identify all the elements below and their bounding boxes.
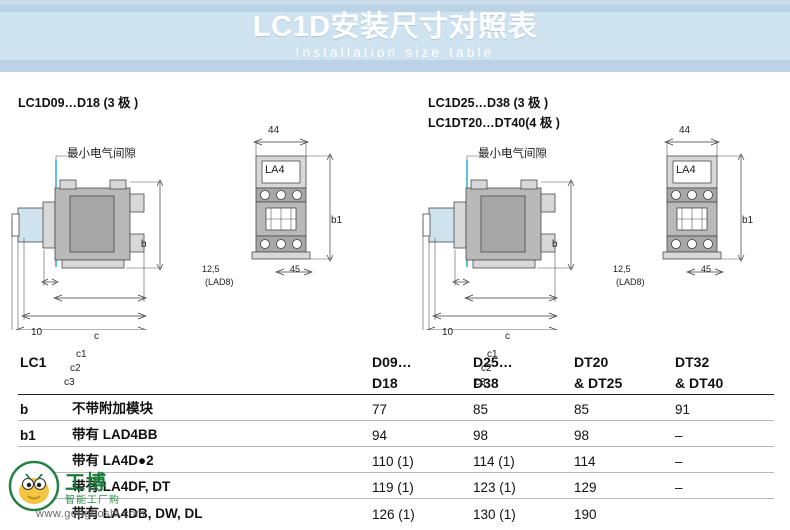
row-value-dt32: – xyxy=(673,420,774,447)
banner-background xyxy=(0,0,790,72)
row-key: b xyxy=(18,394,70,421)
table-row: 带有 LA4DF, DT 119 (1) 123 (1) 129 – xyxy=(18,472,774,499)
header-col-d09: D09… xyxy=(372,354,412,370)
row-description: 带有 LA4D●2 xyxy=(70,446,370,473)
left-contactor-side-view xyxy=(11,155,164,330)
header-col-dt25: & DT25 xyxy=(572,373,673,395)
row-description: 带有 LA4DF, DT xyxy=(70,472,370,499)
left-dim-125: 12,5 xyxy=(202,264,220,274)
row-value-dt20: 85 xyxy=(572,394,673,421)
row-key xyxy=(18,472,70,499)
right-dim-44: 44 xyxy=(679,125,691,136)
left-clearance-label: 最小电气间隙 xyxy=(67,148,136,160)
left-la4-label: LA4 xyxy=(265,164,285,176)
row-value-dt20: 190 xyxy=(574,506,597,522)
header-col-d38: D38 xyxy=(471,373,572,395)
row-value-d25: 130 (1) xyxy=(473,506,516,522)
left-dim-b: b xyxy=(141,239,147,250)
row-key xyxy=(18,499,70,525)
header-col-d25: D25… xyxy=(473,354,513,370)
right-la4-front-view xyxy=(662,138,745,276)
spec-table: LC1 D09… D25… DT20 DT32 D18 D38 & DT25 &… xyxy=(18,352,774,525)
row-value-d09: 94 xyxy=(370,420,471,447)
table-row: 带有 LA4D●2 110 (1) 114 (1) 114 – xyxy=(18,446,774,473)
table-header-row-2: D18 D38 & DT25 & DT40 xyxy=(18,373,774,395)
header-col-dt20: DT20 xyxy=(574,354,609,370)
left-lad8-note: (LAD8) xyxy=(205,277,234,287)
row-key: b1 xyxy=(18,420,70,447)
row-value-d25: 85 xyxy=(471,394,572,421)
row-value-d09: 119 (1) xyxy=(370,472,471,499)
page-title: LC1D安装尺寸对照表 xyxy=(252,10,538,43)
row-key xyxy=(18,446,70,473)
row-value-d09: 110 (1) xyxy=(370,446,471,473)
left-dim-10: 10 xyxy=(31,327,43,338)
right-dim-125: 12,5 xyxy=(613,264,631,274)
table-row: 带有 LA4DB, DW, DL 126 (1) 130 (1) 190 xyxy=(18,499,774,525)
left-dim-c1: c1 xyxy=(76,349,87,360)
right-dim-c1: c1 xyxy=(487,349,498,360)
table-header-row-1: LC1 D09… D25… DT20 DT32 xyxy=(18,352,774,373)
page-header-banner: LC1D安装尺寸对照表 Installation size table xyxy=(0,0,790,72)
row-description: 带有 LA4DB, DW, DL xyxy=(72,505,203,521)
row-value-d25: 98 xyxy=(471,420,572,447)
right-dim-b: b xyxy=(552,239,558,250)
right-clearance-label: 最小电气间隙 xyxy=(478,148,547,160)
right-dim-b1: b1 xyxy=(742,215,754,226)
row-value-d09: 126 (1) xyxy=(372,506,415,522)
right-diagram-heading-1: LC1D25…D38 (3 极 ) xyxy=(428,96,549,110)
row-value-d25: 123 (1) xyxy=(471,472,572,499)
row-value-d09: 77 xyxy=(370,394,471,421)
table-row: b 不带附加模块 77 85 85 91 xyxy=(18,394,774,421)
spec-table-wrapper: LC1 D09… D25… DT20 DT32 D18 D38 & DT25 &… xyxy=(18,352,774,525)
right-dim-10: 10 xyxy=(442,327,454,338)
left-dim-44: 44 xyxy=(268,125,280,136)
header-lc1: LC1 xyxy=(20,354,47,370)
left-la4-front-view xyxy=(251,138,334,276)
table-row: b1 带有 LAD4BB 94 98 98 – xyxy=(18,420,774,447)
left-diagram-heading: LC1D09…D18 (3 极 ) xyxy=(18,96,139,110)
row-description: 带有 LAD4BB xyxy=(70,420,370,447)
row-value-dt32: 91 xyxy=(673,394,774,421)
left-dim-c2: c2 xyxy=(70,363,81,374)
diagram-area: LC1D09…D18 (3 极 ) 最小电气间隙 xyxy=(0,72,790,388)
row-value-dt32: – xyxy=(673,446,774,473)
header-blank-1 xyxy=(18,373,70,395)
row-value-dt20: 98 xyxy=(572,420,673,447)
row-value-dt20: 129 xyxy=(572,472,673,499)
row-value-dt20: 114 xyxy=(572,446,673,473)
right-dim-c2: c2 xyxy=(481,363,492,374)
left-dim-c: c xyxy=(94,331,99,342)
right-dim-45: 45 xyxy=(701,264,712,274)
header-col-dt40: & DT40 xyxy=(673,373,774,395)
header-col-dt32: DT32 xyxy=(675,354,710,370)
left-dim-b1: b1 xyxy=(331,215,343,226)
right-contactor-side-view xyxy=(422,155,575,330)
header-desc-1 xyxy=(70,352,370,373)
page-subtitle: Installation size table xyxy=(295,45,495,61)
row-value-dt32: – xyxy=(673,472,774,499)
header-col-d18: D18 xyxy=(370,373,471,395)
right-diagram-heading-2: LC1DT20…DT40(4 极 ) xyxy=(428,116,560,130)
row-value-dt32 xyxy=(673,499,774,525)
row-description: 不带附加模块 xyxy=(70,394,370,421)
row-value-d25: 114 (1) xyxy=(471,446,572,473)
right-la4-label: LA4 xyxy=(676,164,696,176)
right-lad8-note: (LAD8) xyxy=(616,277,645,287)
left-dim-45: 45 xyxy=(290,264,301,274)
header-blank-2 xyxy=(70,373,370,395)
right-dim-c: c xyxy=(505,331,510,342)
